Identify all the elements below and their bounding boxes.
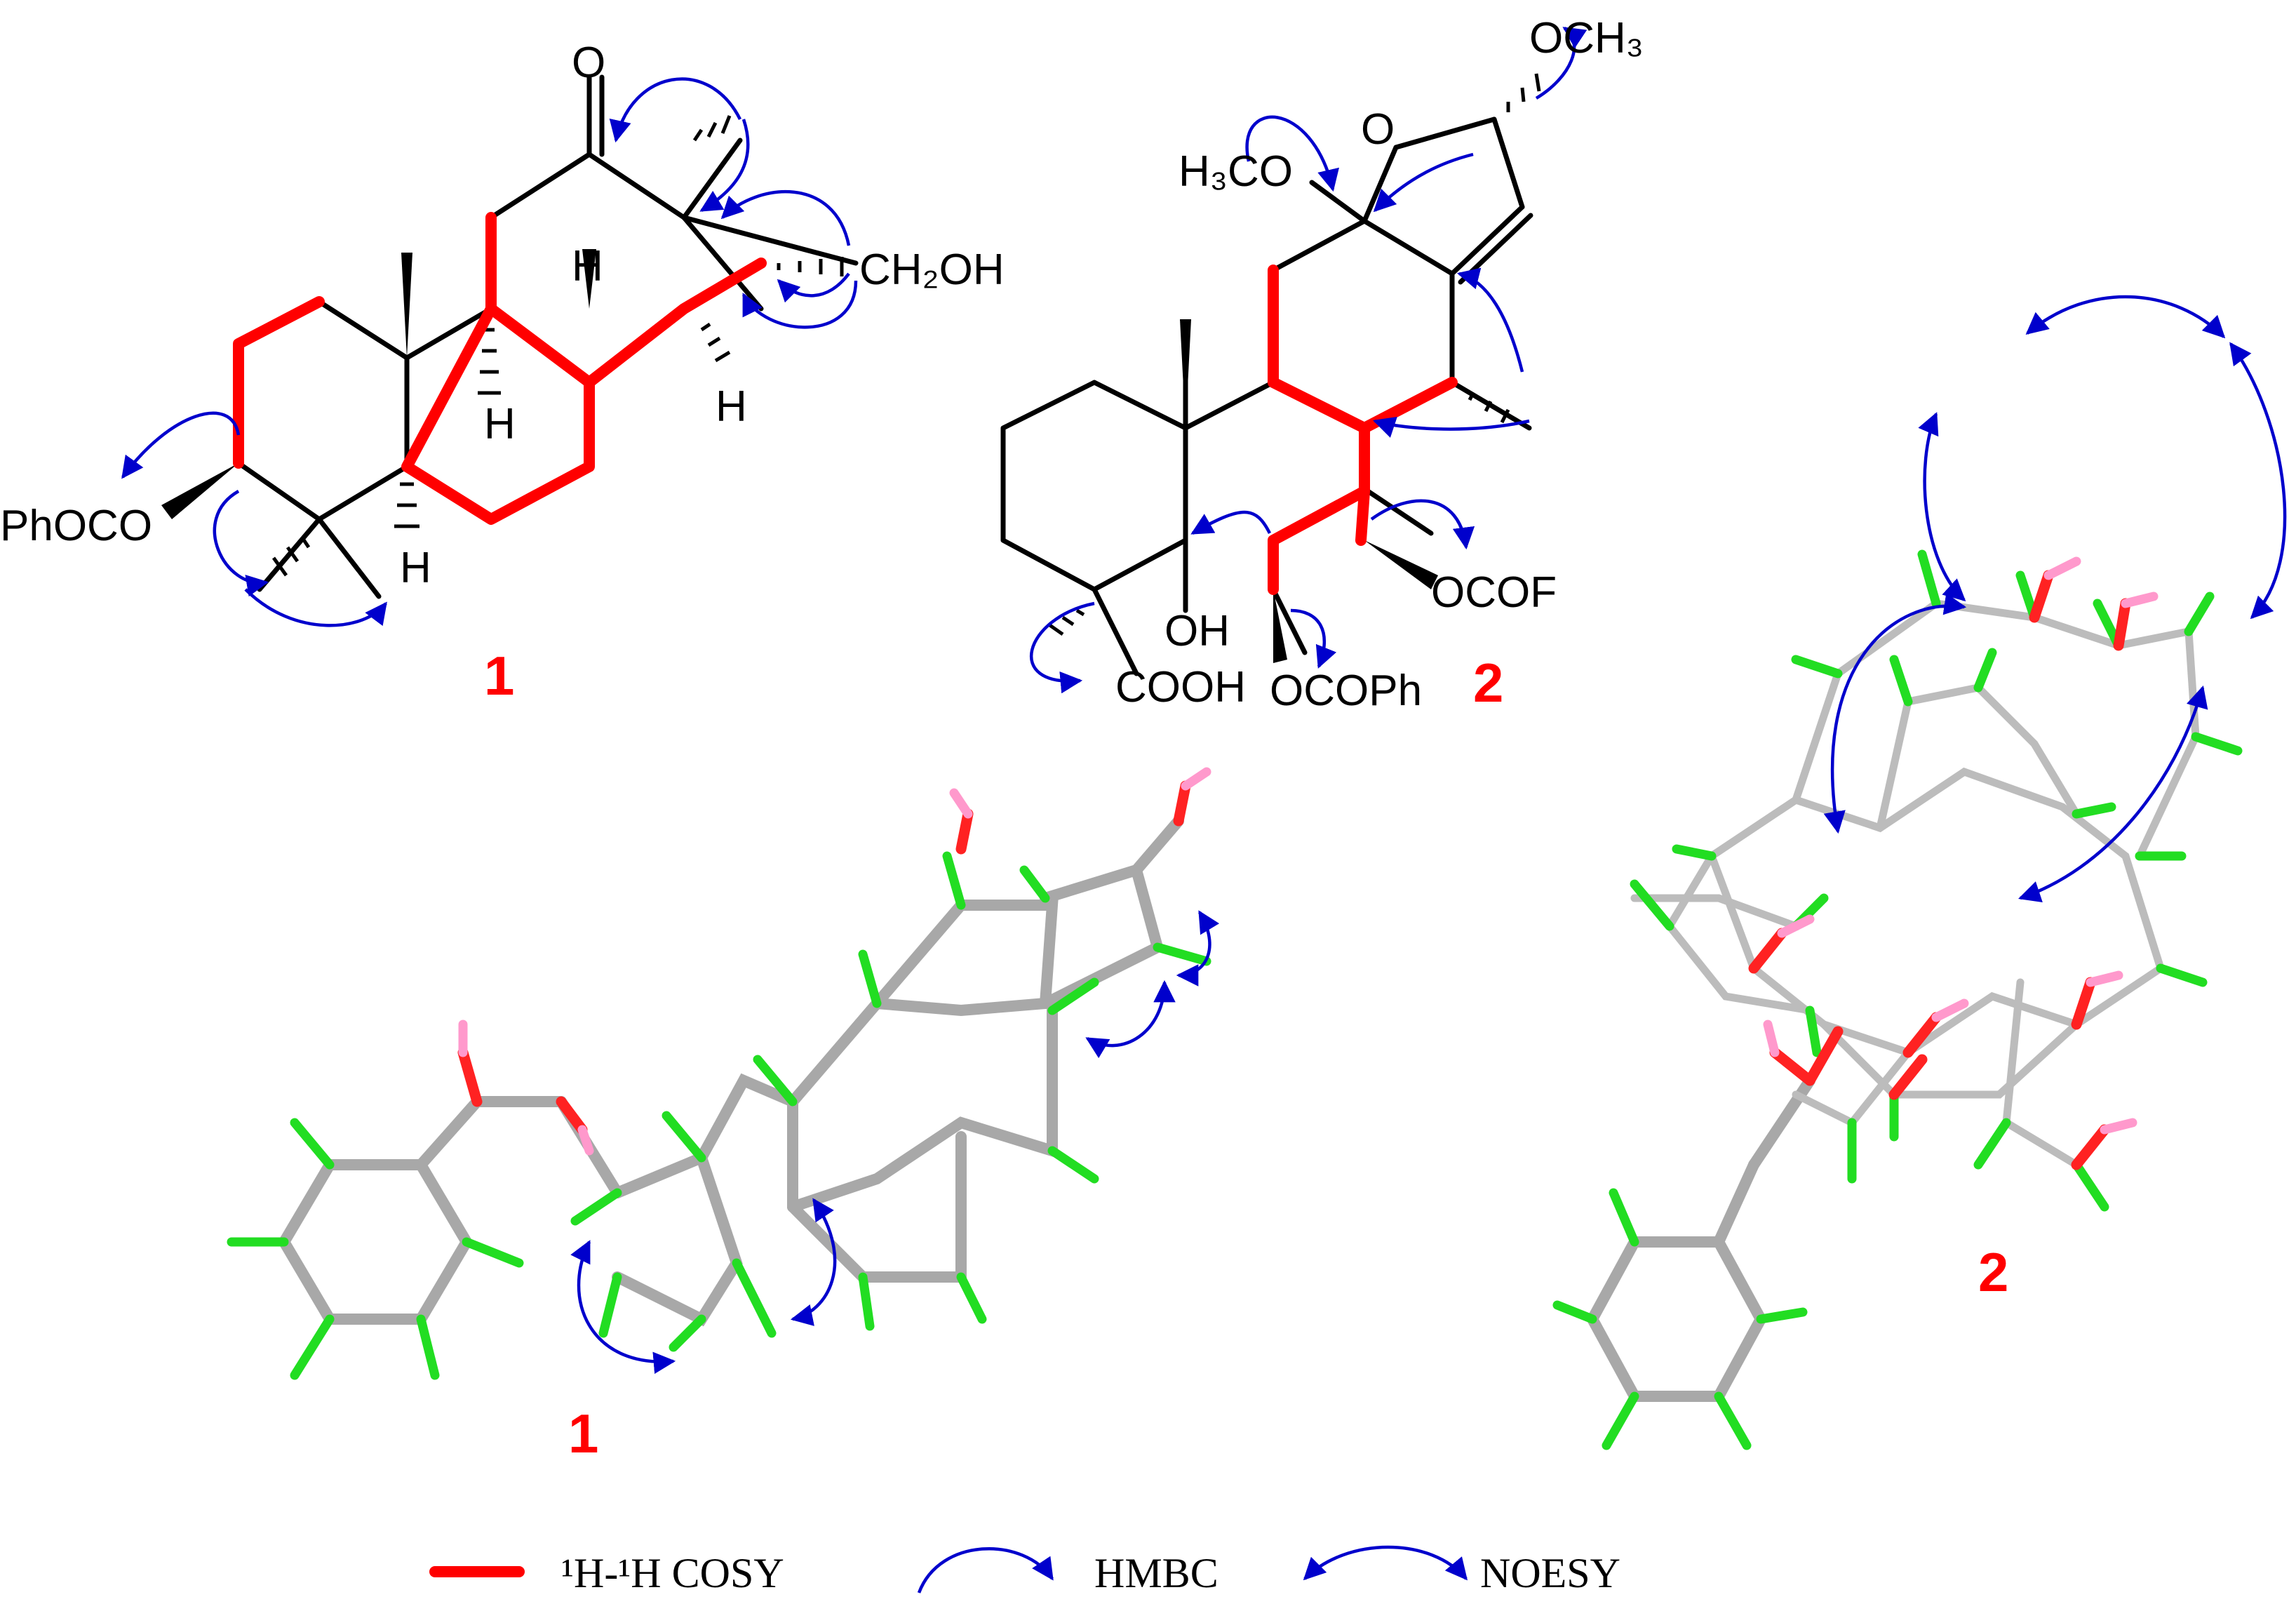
cooh-group: COOH [1115,663,1246,711]
model-2-oxygens [1748,556,2159,1170]
model-2-label: 2 [1978,1241,2008,1303]
legend-noesy-arrow [1303,1545,1468,1581]
compound-2-hmbc [1029,27,1587,694]
compound-2-cosy [1268,265,1458,595]
legend: ¹H-¹H COSY HMBC NOESY [429,1545,1620,1596]
wedge-c6-o [1273,589,1287,663]
furan-oxygen: O [1361,105,1395,154]
phoco-group: PhOCO [0,502,152,550]
h14-label: H [716,382,747,431]
model-1-oxygens [457,767,1211,1156]
ch2oh-group: CH₂OH [859,246,1005,294]
oh-group: OH [1164,607,1230,655]
h5-label: H [400,544,431,592]
ocof-group: OCOF [1431,568,1557,617]
wedge-c3-o [161,463,239,519]
legend-cosy-label: ¹H-¹H COSY [561,1550,784,1596]
model-2-3d: 2 [1552,295,2287,1450]
compound-1-bonds [236,74,859,599]
h3co-group: H₃CO [1179,147,1293,196]
wedge-methyl-c10 [401,253,412,358]
compound-1-label: 1 [484,645,514,707]
model-2-phenyl [1585,1075,1815,1402]
h9-label: H [572,242,603,290]
model-2-hydrogens [1552,549,2243,1450]
wedge-h9 [582,249,596,309]
compound-2-structure: OCH₃ O H₃CO OH COOH OCOPh OCOF 2 [1000,14,1644,715]
model-1-3d: 1 [227,767,1220,1464]
hashed-bonds-1 [271,115,844,577]
c12-oxygen: O [572,39,605,87]
ocoph-group: OCOPh [1270,667,1422,715]
legend-hmbc-label: HMBC [1094,1550,1219,1596]
compound-1-structure: O CH₂OH H H H H PhOCO 1 [0,39,1005,707]
h8-label: H [484,400,516,448]
legend-noesy-label: NOESY [1480,1550,1620,1596]
compound-1-hmbc [121,77,858,627]
model-2-noesy [1823,295,2287,902]
hashed-bonds-2 [1047,73,1541,636]
wedge-c7-o [1364,540,1438,589]
model-1-label: 1 [568,1403,598,1464]
compound-2-label: 2 [1473,652,1503,714]
compound-1-cosy [233,212,767,525]
model-1-noesy [570,910,1220,1375]
model-2-frame [1630,599,2200,1169]
och3-top-group: OCH₃ [1529,14,1644,62]
wedge-methyl-c10-2 [1180,319,1191,428]
legend-hmbc-arrow [917,1546,1054,1593]
